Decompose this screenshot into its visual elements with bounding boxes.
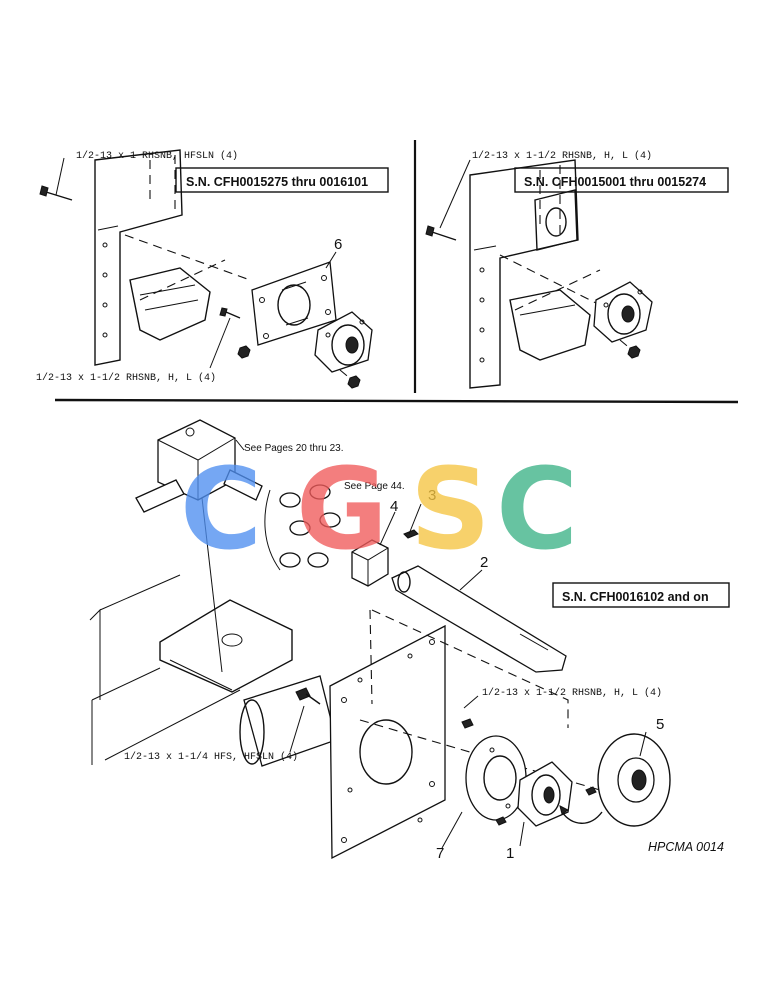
watermark-letter-c1: C	[180, 445, 262, 575]
watermark-letter-g: G	[296, 445, 388, 575]
section-divider	[54, 398, 739, 404]
top-left-bolt-label: 1/2-13 x 1 RHSNB, HFSLN (4)	[76, 150, 238, 162]
watermark-letter-s: S	[410, 445, 491, 575]
bottom-panel: See Pages 20 thru 23. See Page 44. 3 4 2…	[89, 419, 730, 862]
bottom-bolt-label-right: 1/2-13 x 1-1/2 RHSNB, H, L (4)	[482, 687, 662, 699]
callout-5: 5	[656, 716, 664, 733]
callout-3: 3	[428, 487, 436, 504]
figure-reference: HPCMA 0014	[648, 840, 724, 854]
top-right-serial-box: S.N. CFH0015001 thru 0015274	[524, 175, 706, 189]
watermark: C G S C	[180, 445, 578, 575]
watermark-letter-c2: C	[496, 445, 578, 575]
callout-4: 4	[390, 498, 398, 515]
see-pages-note: See Pages 20 thru 23.	[244, 443, 344, 454]
bottom-serial-box: S.N. CFH0016102 and on	[562, 590, 709, 604]
hydraulic-fittings	[264, 484, 341, 571]
callout-6: 6	[334, 236, 342, 253]
bottom-bolt-label-left: 1/2-13 x 1-1/4 HFS, HFSLN (4)	[124, 751, 298, 763]
top-left-panel: 1/2-13 x 1 RHSNB, HFSLN (4) S.N. CFH0015…	[36, 149, 389, 389]
callout-7: 7	[436, 845, 444, 862]
top-left-lower-bolt-label: 1/2-13 x 1-1/2 RHSNB, H, L (4)	[36, 372, 216, 384]
top-right-panel: 1/2-13 x 1-1/2 RHSNB, H, L (4) S.N. CFH0…	[425, 150, 729, 389]
top-left-serial-box: S.N. CFH0015275 thru 0016101	[186, 175, 368, 189]
top-right-bolt-label: 1/2-13 x 1-1/2 RHSNB, H, L (4)	[472, 150, 652, 162]
callout-2: 2	[480, 554, 488, 571]
callout-1: 1	[506, 845, 514, 862]
see-page-note: See Page 44.	[344, 481, 405, 492]
